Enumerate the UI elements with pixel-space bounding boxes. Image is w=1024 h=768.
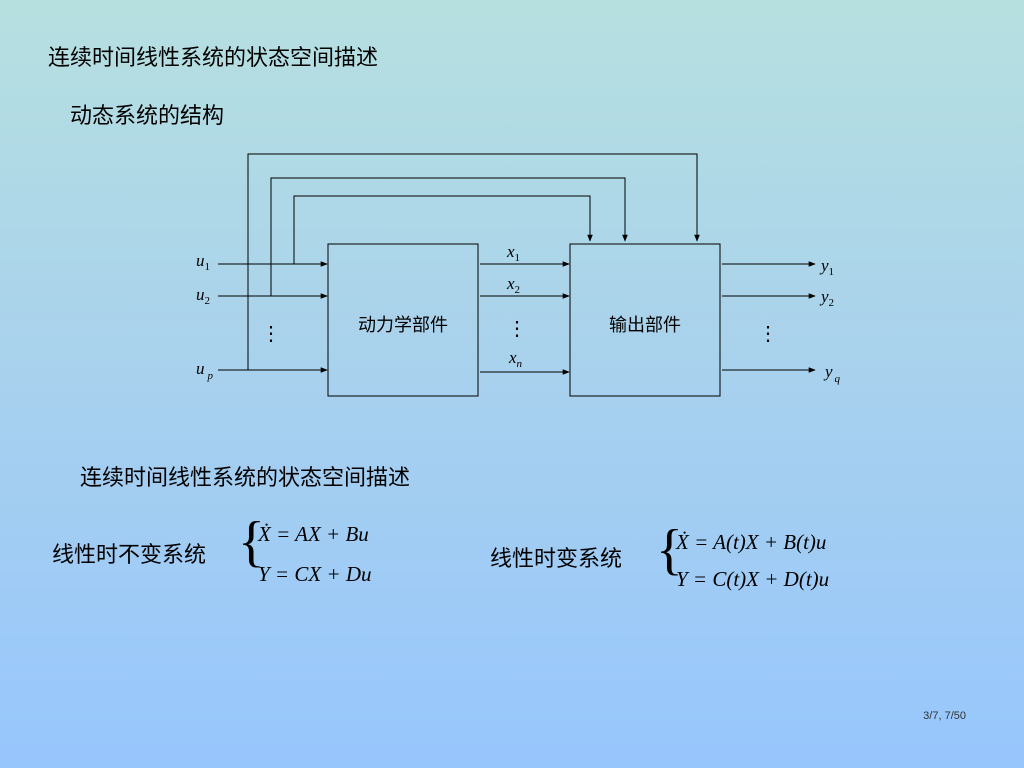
ltv-output-equation: Y = C(t)X + D(t)u xyxy=(676,567,830,591)
state-label-n: xn xyxy=(508,348,523,370)
state-label-2: x2 xyxy=(506,274,520,296)
section-title: 动态系统的结构 xyxy=(70,104,225,129)
output-block xyxy=(569,243,721,397)
section-title-2: 连续时间线性系统的状态空间描述 xyxy=(80,466,411,491)
page-title: 连续时间线性系统的状态空间描述 xyxy=(48,46,379,71)
ltv-state-equation: Ẋ = A(t)X + B(t)u xyxy=(676,530,827,554)
feedthrough-path-1 xyxy=(293,195,593,264)
page-number: 3/7, 7/50 xyxy=(923,710,966,722)
feedthrough-path-2 xyxy=(270,177,628,296)
input-label-2: u2 xyxy=(196,285,210,307)
dynamics-block-label: 动力学部件 xyxy=(358,315,448,336)
state-label-1: x1 xyxy=(506,242,520,264)
lti-state-equation: Ẋ = AX + Bu xyxy=(258,522,369,546)
input-ellipsis: ⋮ xyxy=(261,323,281,345)
output-ellipsis: ⋮ xyxy=(758,323,778,345)
lti-output-equation: Y = CX + Du xyxy=(258,562,372,586)
lti-label: 线性时不变系统 xyxy=(52,543,207,568)
lti-brace: { xyxy=(238,511,265,573)
input-label-1: u1 xyxy=(196,251,210,273)
ltv-brace: { xyxy=(656,519,683,581)
ltv-label: 线性时变系统 xyxy=(490,547,623,572)
dynamics-block xyxy=(327,243,479,397)
output-block-label: 输出部件 xyxy=(609,315,681,336)
feedthrough-path-p xyxy=(247,153,700,370)
state-ellipsis: ⋮ xyxy=(507,318,527,340)
output-label-2: y2 xyxy=(819,287,834,309)
output-label-1: y1 xyxy=(819,256,834,278)
